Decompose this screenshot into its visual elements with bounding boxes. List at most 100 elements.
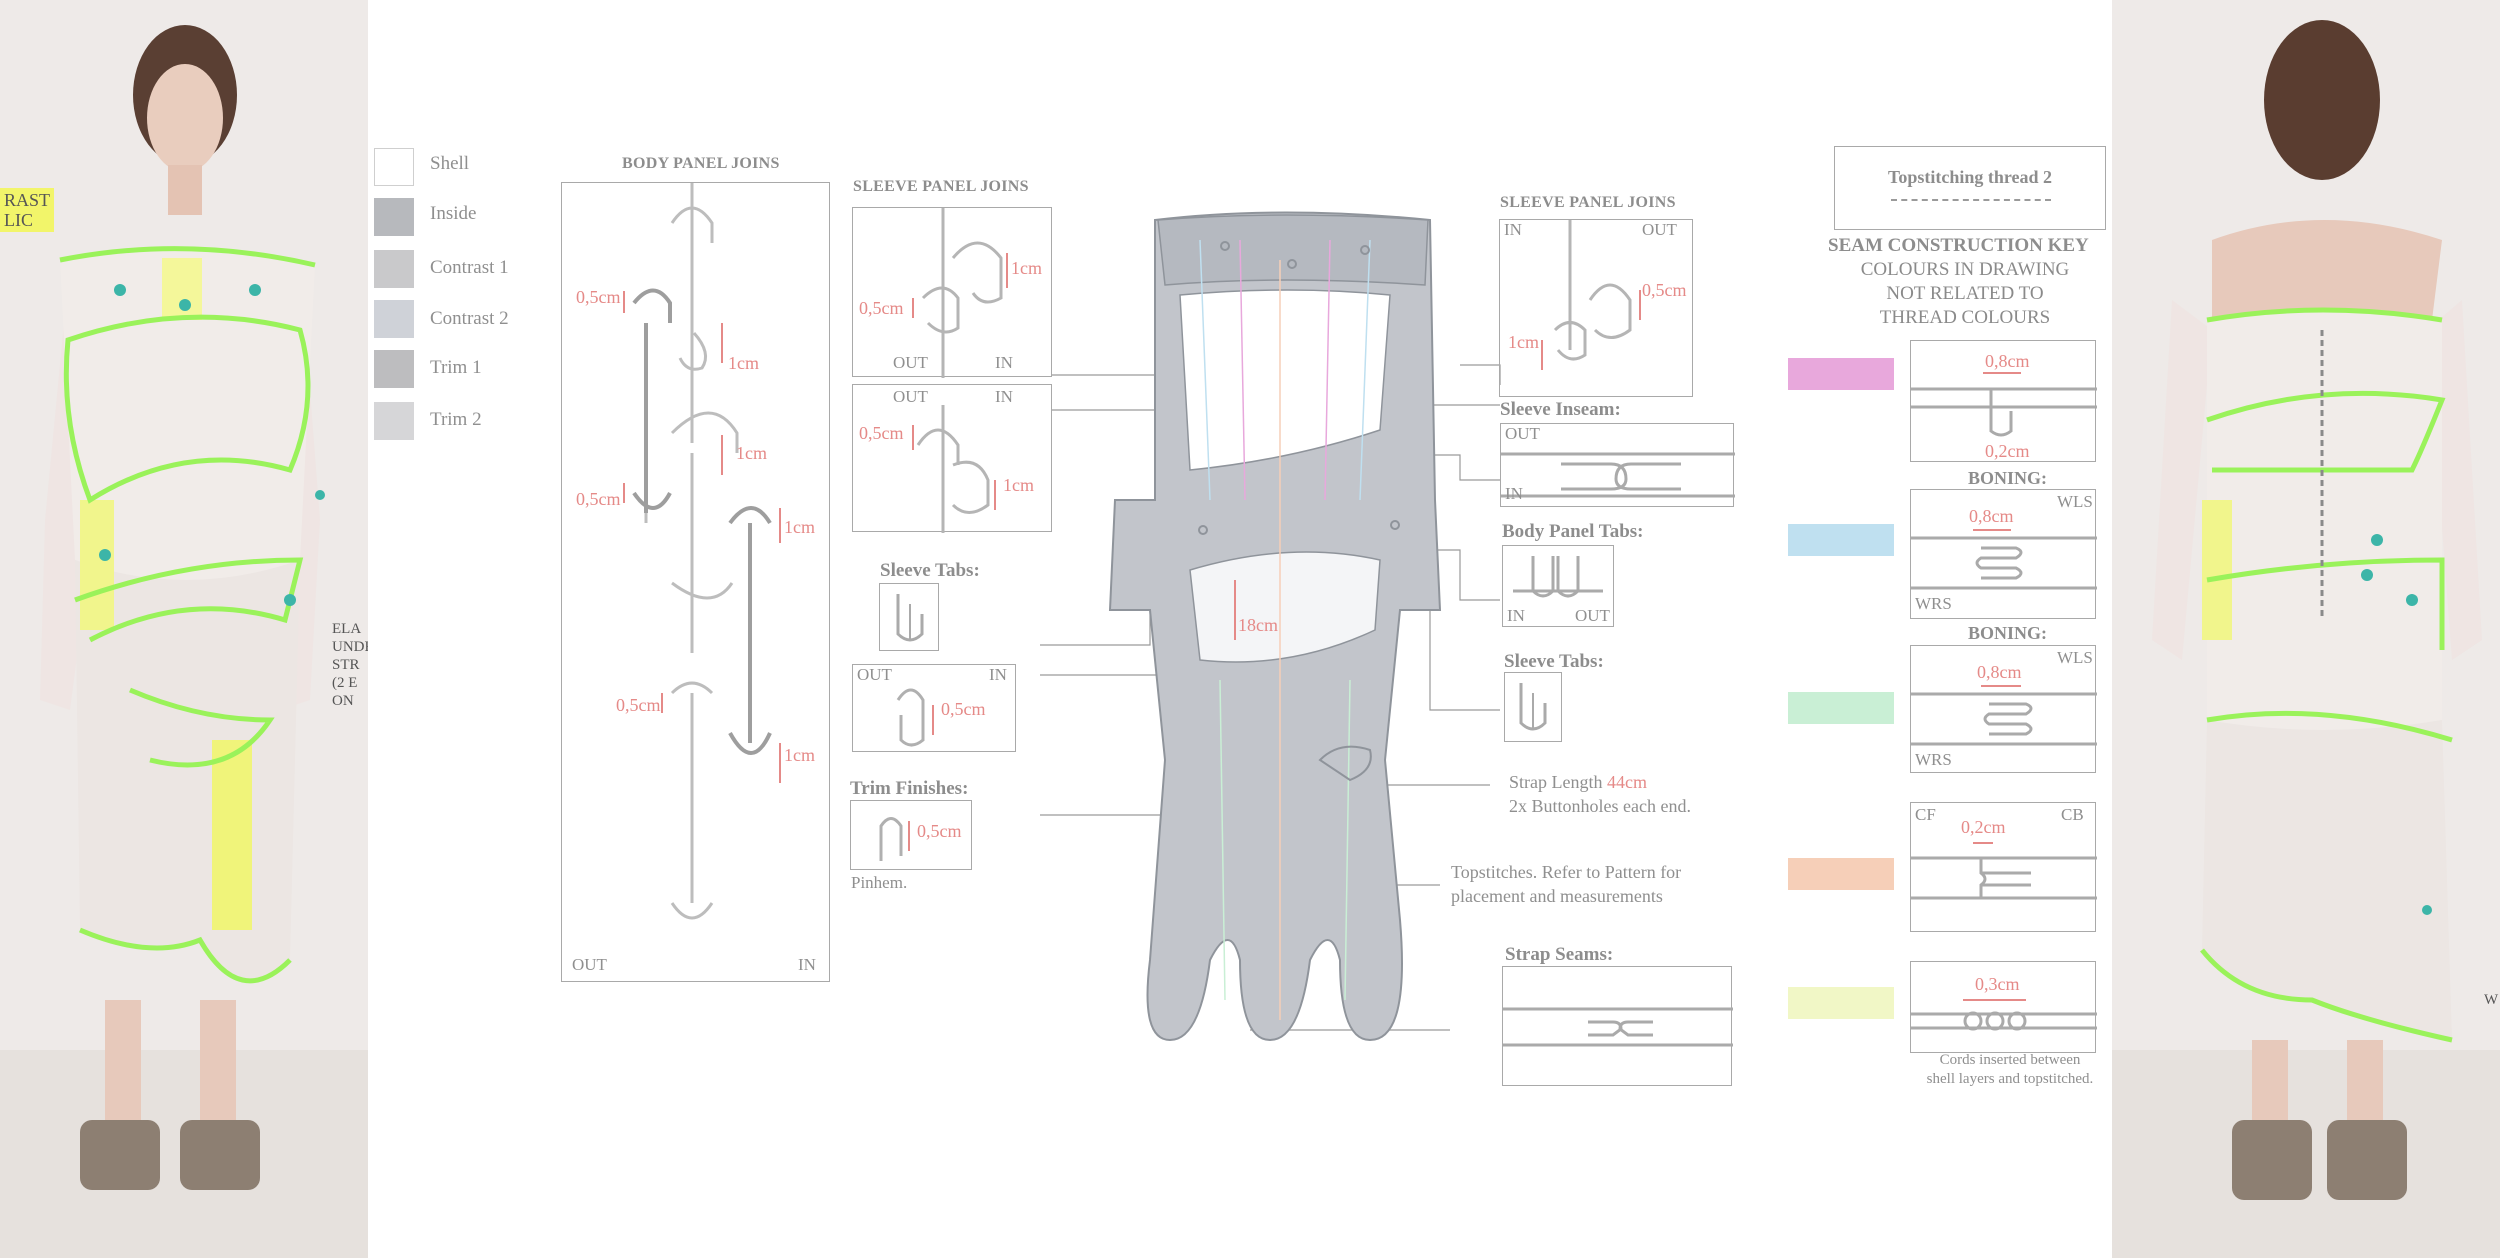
wls-label: WLS	[2057, 492, 2093, 511]
trim-finishes-title: Trim Finishes:	[850, 778, 969, 799]
garment-flat-drawing	[1040, 211, 1501, 1042]
sleeve-panel-join-box-1: 0,5cm 1cm OUT IN	[852, 207, 1052, 378]
tab-seam-diagram	[896, 688, 934, 747]
seam-diagram	[1911, 372, 2097, 437]
cords-note-line: shell layers and topstitched.	[1926, 1071, 2094, 1087]
swatch-trim-1	[374, 350, 414, 388]
dimension-label: 1cm	[784, 517, 815, 537]
front-annotation-tag: RAST LIC	[0, 188, 55, 232]
body-tab-diagram	[1513, 556, 1603, 598]
key-panel-4: CF CB 0,2cm	[1910, 802, 2097, 932]
cb-label: CB	[2061, 805, 2084, 824]
dimension-label: 1cm	[1011, 258, 1042, 278]
strap-seams-title: Strap Seams:	[1505, 944, 1614, 965]
wls-label: WLS	[2057, 648, 2093, 667]
legend-label: Contrast 1	[430, 257, 509, 278]
boning-title: BONING:	[1968, 623, 2048, 643]
dimension-label: 1cm	[1003, 475, 1034, 495]
cords-note-line: Cords inserted between	[1939, 1052, 2081, 1068]
body-panel-tabs-box: IN OUT	[1502, 545, 1614, 627]
thread-label: Topstitching thread 2	[1887, 167, 2053, 187]
out-label: OUT	[572, 955, 607, 974]
key-panel-1: 0,8cm 0,2cm	[1910, 340, 2097, 462]
key-subtitle-line: COLOURS IN DRAWING	[1860, 259, 2070, 280]
out-label: OUT	[1505, 424, 1540, 443]
key-title: SEAM CONSTRUCTION KEY	[1828, 235, 2089, 256]
dimension-label: 0,5cm	[917, 821, 962, 841]
legend-label: Contrast 2	[430, 308, 509, 329]
cord-channel-diagram	[1911, 999, 2097, 1031]
dimension-label: 0,8cm	[1969, 506, 2014, 526]
pinhem-note: Pinhem.	[851, 873, 908, 892]
dimension-label: 1cm	[784, 745, 815, 765]
sleeve-tab-box	[879, 583, 939, 651]
swatch-shell	[374, 148, 414, 186]
swatch-contrast-2	[374, 300, 414, 338]
colour-code-pink	[1788, 358, 1894, 390]
key-subtitle-line: NOT RELATED TO	[1886, 283, 2044, 304]
wrs-label: WRS	[1915, 594, 1952, 613]
colour-code-green	[1788, 692, 1894, 724]
sleeve-seam-diagram	[912, 208, 1008, 378]
strap-note: Strap Length 44cm 2x Buttonholes each en…	[1509, 770, 1691, 818]
legend-label: Trim 2	[430, 409, 482, 430]
out-label: OUT	[857, 665, 892, 684]
dimension-label: 0,8cm	[1977, 662, 2022, 682]
front-annotation-line: RAST	[4, 190, 51, 210]
key-subtitle-line: THREAD COLOURS	[1879, 307, 2051, 328]
side-annotation-line: (2 E	[332, 675, 358, 691]
cords-note: Cords inserted between shell layers and …	[1910, 1051, 2110, 1089]
body-panel-joins-title: BODY PANEL JOINS	[622, 155, 780, 172]
swatch-trim-2	[374, 402, 414, 440]
dimension-label: 0,5cm	[1642, 280, 1687, 300]
sleeve-tabs-title: Sleeve Tabs:	[880, 560, 980, 581]
sleeve-panel-joins-right-title: SLEEVE PANEL JOINS	[1500, 194, 1676, 211]
in-label: IN	[798, 955, 816, 974]
body-panel-seams-diagram	[623, 183, 781, 920]
front-side-annotation: ELA UNDE STR (2 E ON	[332, 620, 368, 710]
front-annotation-line: LIC	[4, 210, 33, 230]
dimension-label: 0,5cm	[941, 699, 986, 719]
seam-diagram	[1911, 842, 2097, 900]
strap-length-prefix: Strap Length	[1509, 772, 1607, 792]
side-annotation-line: STR	[332, 657, 360, 673]
key-panel-2: WLS 0,8cm WRS	[1910, 489, 2097, 619]
inseam-diagram	[1501, 452, 1735, 498]
out-label: OUT	[893, 353, 928, 372]
dimension-label: 0,3cm	[1975, 974, 2020, 994]
side-annotation-line: ELA	[332, 621, 362, 637]
boning-title: BONING:	[1968, 468, 2048, 488]
colour-code-yellow	[1788, 987, 1894, 1019]
dimension-label: 1cm	[1508, 332, 1539, 352]
strap-seam-diagram	[1503, 1007, 1733, 1047]
swatch-contrast-1	[374, 250, 414, 288]
dimension-label: 0,2cm	[1961, 817, 2006, 837]
strap-length-line: Strap Length 44cm	[1509, 770, 1691, 794]
cf-label: CF	[1915, 805, 1936, 824]
back-photo: W	[2112, 0, 2500, 1258]
strap-length-value: 44cm	[1606, 772, 1647, 792]
colour-code-blue	[1788, 524, 1894, 556]
sleeve-panel-join-right-box: IN OUT 0,5cm 1cm	[1499, 219, 1693, 397]
swatch-inside	[374, 198, 414, 236]
front-model-illustration	[0, 0, 368, 1258]
dimension-label: 0,2cm	[1985, 441, 2030, 461]
in-label: IN	[995, 353, 1013, 372]
strap-seams-box	[1502, 966, 1733, 1086]
side-annotation-line: ON	[332, 693, 354, 709]
topstitching-thread-box: Topstitching thread 2	[1834, 146, 2106, 230]
topstitch-note: Topstitches. Refer to Pattern for placem…	[1451, 860, 1681, 908]
wrs-label: WRS	[1915, 750, 1952, 769]
legend-label: Inside	[430, 203, 477, 224]
sleeve-tab-right-box	[1504, 672, 1562, 742]
tab-out-in-box: OUT IN 0,5cm	[852, 664, 1016, 752]
boning-diagram	[1911, 685, 2097, 746]
sleeve-panel-joins-title: SLEEVE PANEL JOINS	[853, 178, 1029, 195]
dimension-label: 0,5cm	[859, 423, 904, 443]
legend-label: Trim 1	[430, 357, 482, 378]
garment-length-label: 18cm	[1238, 615, 1278, 635]
topstitch-line: Topstitches. Refer to Pattern for	[1451, 862, 1682, 882]
sleeve-seam-diagram	[1541, 220, 1641, 370]
in-label: IN	[1504, 220, 1522, 239]
key-panel-3: WLS 0,8cm WRS	[1910, 645, 2097, 773]
